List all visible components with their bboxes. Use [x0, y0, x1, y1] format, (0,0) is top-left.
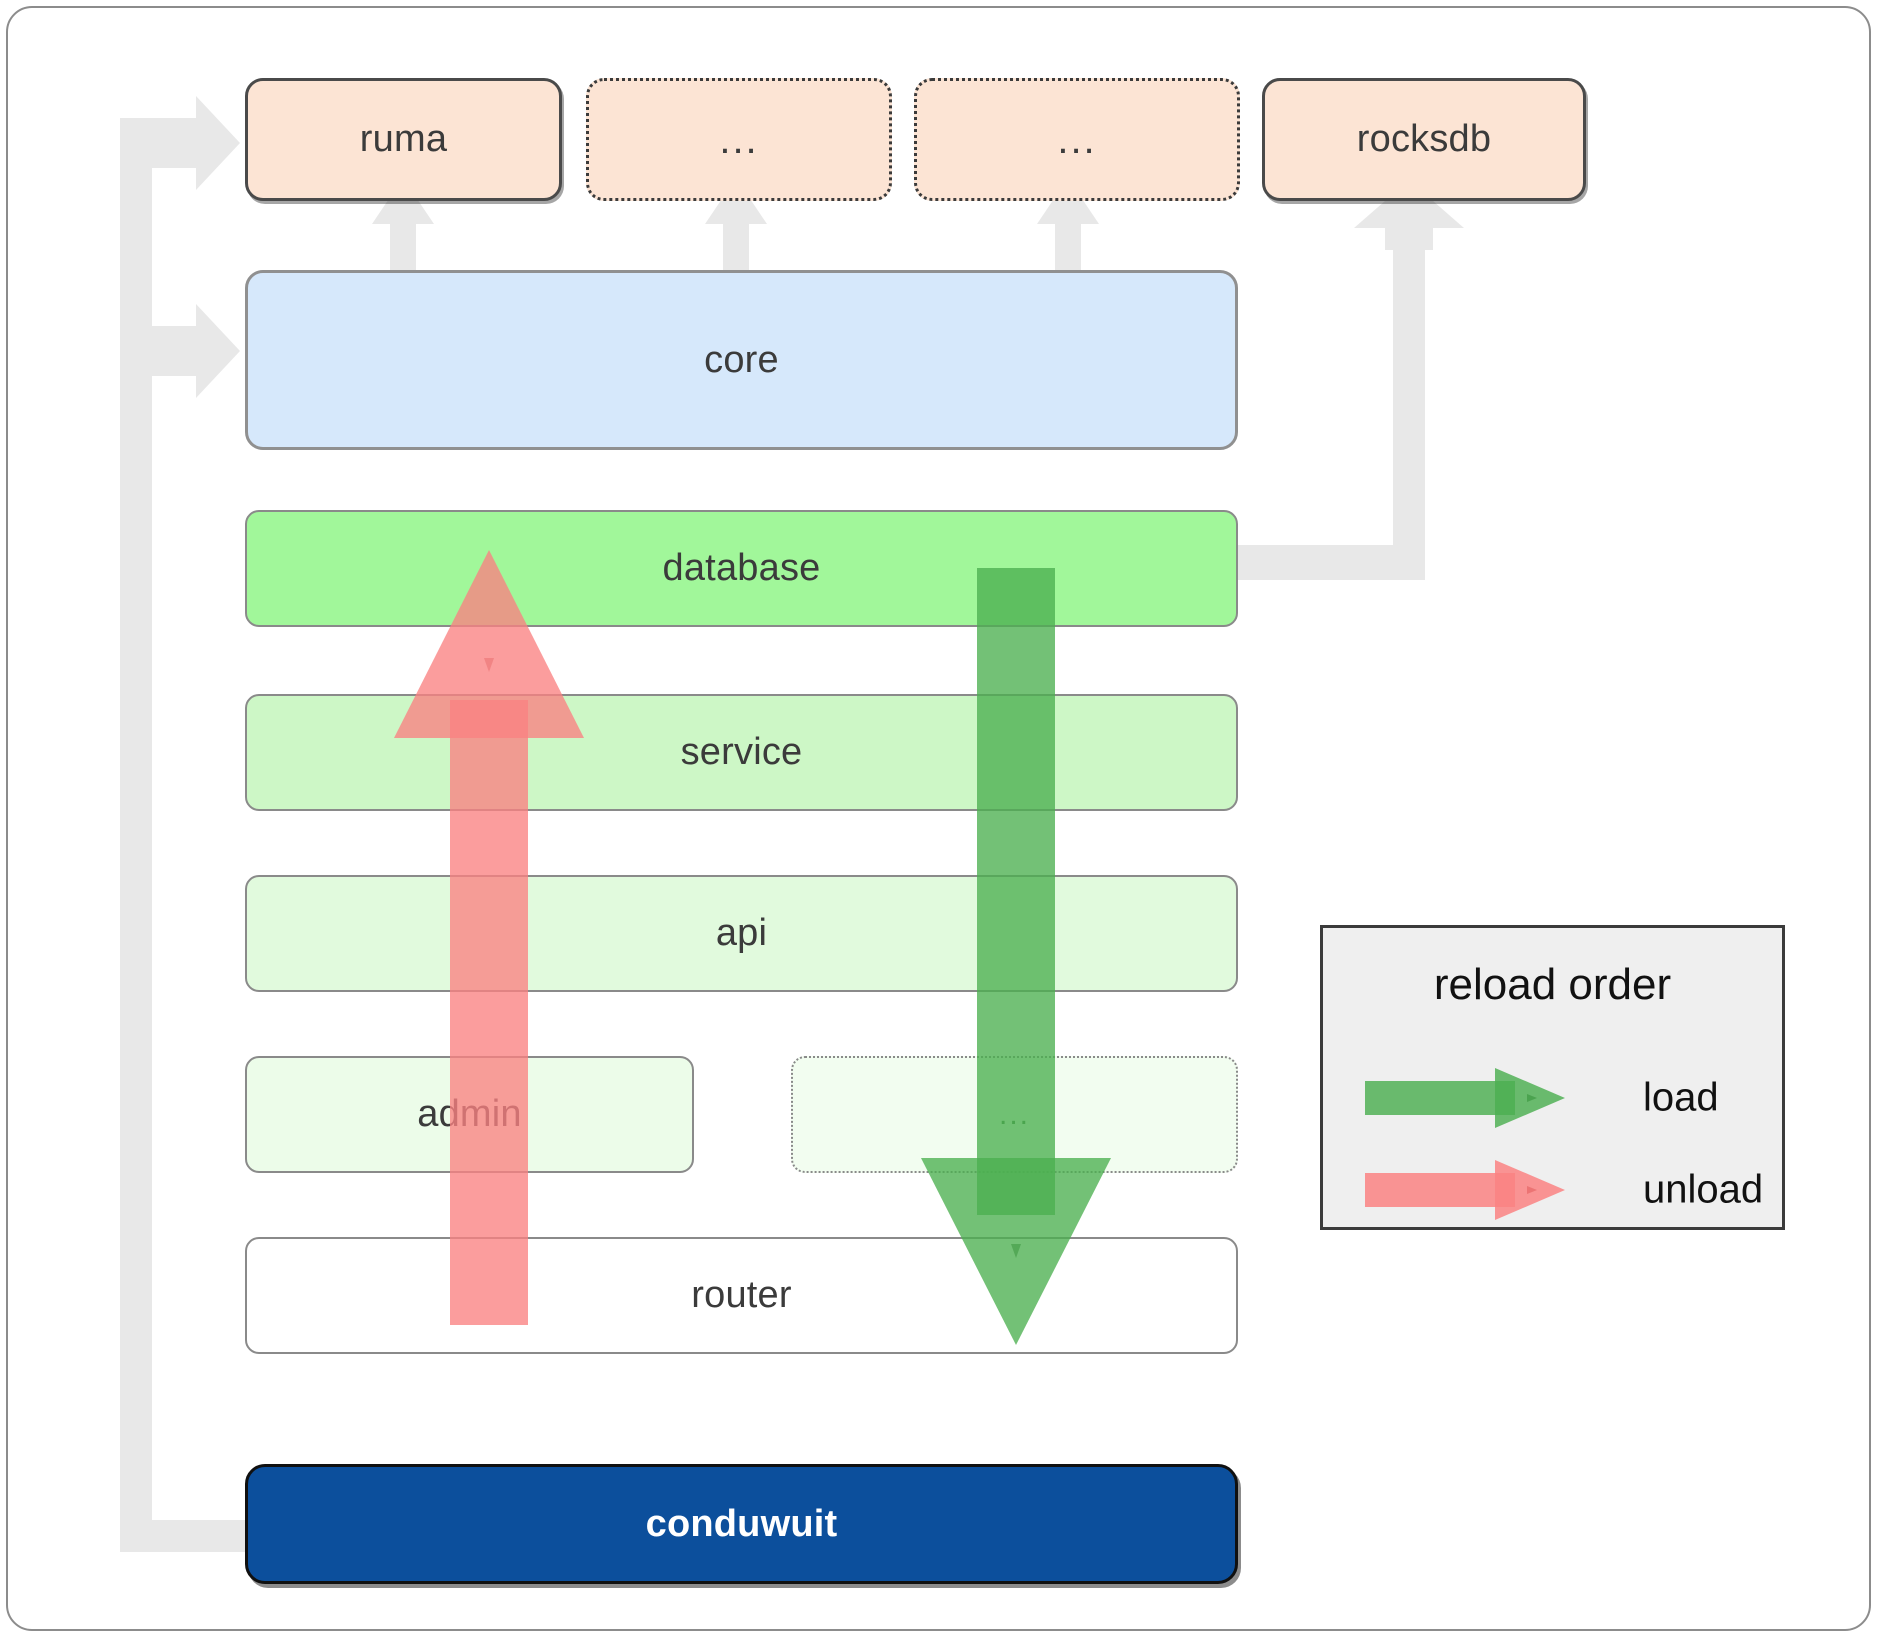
- crate-box-api[interactable]: api: [245, 875, 1238, 992]
- dependency-box-ruma[interactable]: ruma: [245, 78, 562, 201]
- dependency-label-ruma: ruma: [359, 118, 448, 160]
- legend-label-load: load: [1643, 1075, 1719, 1120]
- crate-box-core[interactable]: core: [245, 270, 1238, 450]
- crate-box-dots[interactable]: ...: [791, 1056, 1238, 1173]
- crate-label-service: service: [680, 731, 803, 773]
- crate-box-admin[interactable]: admin: [245, 1056, 694, 1173]
- dependency-label-rocksdb: rocksdb: [1356, 118, 1492, 160]
- crate-label-database: database: [662, 547, 821, 589]
- application-box-conduwuit[interactable]: conduwuit: [245, 1464, 1238, 1584]
- crate-label-core: core: [704, 338, 779, 381]
- dependency-box-dots-1[interactable]: ...: [586, 78, 892, 201]
- crate-label-api: api: [715, 912, 768, 954]
- crate-box-router[interactable]: router: [245, 1237, 1238, 1354]
- legend-row-unload: unload: [1323, 1150, 1782, 1230]
- diagram-frame: [6, 6, 1871, 1631]
- legend-label-unload: unload: [1643, 1167, 1764, 1212]
- crate-label-router: router: [691, 1274, 792, 1316]
- dependency-label-dots-2: ...: [1057, 117, 1097, 162]
- unload-legend-icon: [1365, 1160, 1565, 1220]
- application-label-conduwuit: conduwuit: [645, 1502, 838, 1545]
- crate-box-service[interactable]: service: [245, 694, 1238, 811]
- dependency-box-dots-2[interactable]: ...: [914, 78, 1240, 201]
- legend-row-load: load: [1323, 1058, 1782, 1138]
- crate-label-admin: admin: [417, 1093, 522, 1135]
- dependency-label-dots-1: ...: [719, 117, 759, 162]
- crate-label-dots: ...: [998, 1097, 1030, 1131]
- crate-box-database[interactable]: database: [245, 510, 1238, 627]
- legend-panel: reload order load unload: [1320, 925, 1785, 1230]
- load-legend-icon: [1365, 1068, 1565, 1128]
- legend-title: reload order: [1433, 960, 1672, 1009]
- dependency-box-rocksdb[interactable]: rocksdb: [1262, 78, 1586, 201]
